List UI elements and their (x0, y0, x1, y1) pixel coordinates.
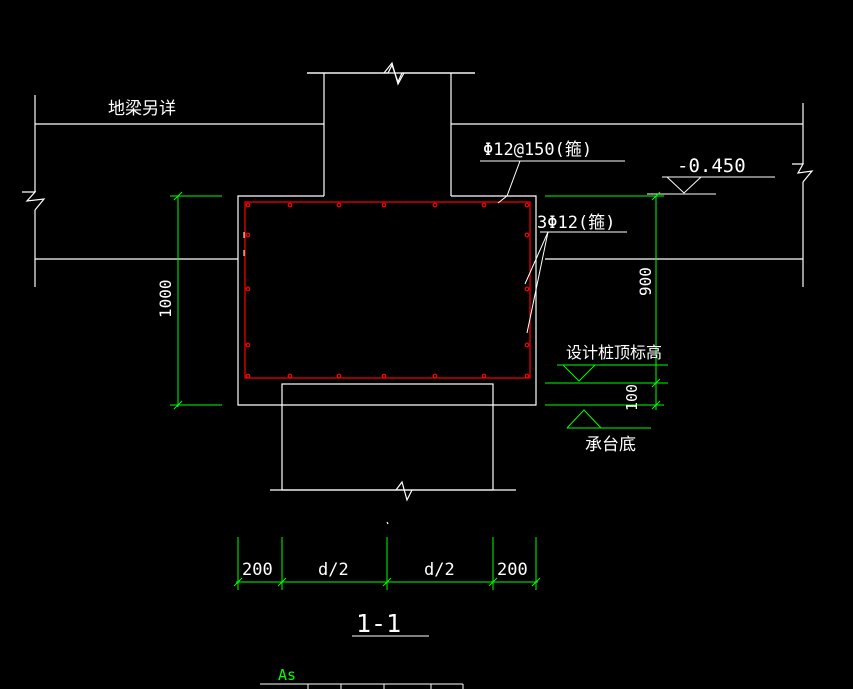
pile-top-note: 设计桩顶标高 (566, 343, 662, 362)
rebar-dot (287, 202, 293, 208)
rebar-dot (245, 232, 251, 238)
sidebars-spec-label: 3Φ12(箍) (537, 213, 615, 233)
bottom-dim-tick-2 (277, 577, 287, 587)
left-beam-break-symbol (22, 191, 46, 211)
cap-height-label: 1000 (156, 279, 175, 318)
rebar-dot (245, 342, 251, 348)
as-label: As (278, 666, 296, 684)
pile-break-symbol (395, 480, 413, 502)
cap-height-tick-bottom (173, 400, 183, 410)
center-mark (386, 521, 389, 525)
cap-height-tick-top (173, 191, 183, 201)
white-text: 地梁另详 Φ12@150(箍) 3Φ12(箍) -0.450 设计桩顶标高 承台… (108, 99, 746, 638)
right-depth-label: 900 (636, 267, 655, 296)
pile-outline (281, 383, 494, 491)
rebar-dot (336, 202, 342, 208)
rebar-dot (524, 373, 530, 379)
right-dim-tick-top (651, 191, 661, 201)
bottom-left-edge-label: 200 (242, 560, 273, 580)
rebar-dot (432, 202, 438, 208)
right-dim-tick-bottom (651, 400, 661, 410)
leader-lines (243, 160, 775, 689)
dimension-lines (170, 191, 668, 590)
column-break-symbol (383, 61, 405, 86)
rebar-dot (524, 342, 530, 348)
structure-outline (22, 61, 814, 525)
right-beam-break-symbol (792, 163, 814, 183)
rebar-dot (432, 373, 438, 379)
rebar-dots (245, 202, 530, 379)
bottom-right-edge-label: 200 (497, 560, 528, 580)
rebar-dot (481, 202, 487, 208)
half-d-right-label: d/2 (424, 560, 455, 580)
sidebars-leader-1 (524, 231, 549, 285)
rebar-dot (524, 202, 530, 208)
dimension-text: 1000 900 100 200 d/2 d/2 200 (156, 267, 655, 580)
elevation-triangle (666, 176, 702, 194)
elevation-label: -0.450 (677, 155, 746, 177)
rebar-dot (287, 373, 293, 379)
rebar-dot (381, 202, 387, 208)
sidebars-leader-2 (526, 231, 549, 334)
ground-beam-note: 地梁另详 (108, 99, 176, 119)
pile-cap-outline (237, 195, 537, 406)
cap-bottom-triangle (566, 409, 602, 429)
stirrup-outline (244, 201, 531, 379)
rebar-dot (245, 286, 251, 292)
pile-top-triangle (562, 364, 596, 382)
cap-bottom-note: 承台底 (585, 435, 636, 455)
right-dim-tick-mid (651, 378, 661, 388)
stirrup-leader (497, 160, 521, 204)
bottom-dim-tick-1 (233, 577, 243, 587)
rebar-dot (524, 232, 530, 238)
pile-embed-label: 100 (623, 384, 641, 411)
bottom-dim-tick-5 (531, 577, 541, 587)
rebar-dot (245, 202, 251, 208)
section-title: 1-1 (356, 609, 401, 638)
rebar-group (244, 201, 531, 379)
half-d-left-label: d/2 (318, 560, 349, 580)
rebar-dot (524, 286, 530, 292)
rebar-dot (245, 373, 251, 379)
bottom-dim-tick-3 (382, 577, 392, 587)
stirrup-spec-label: Φ12@150(箍) (483, 140, 592, 160)
column-outline (307, 63, 475, 196)
rebar-dot (381, 373, 387, 379)
rebar-dot (481, 373, 487, 379)
rebar-dot (336, 373, 342, 379)
bottom-dim-tick-4 (488, 577, 498, 587)
